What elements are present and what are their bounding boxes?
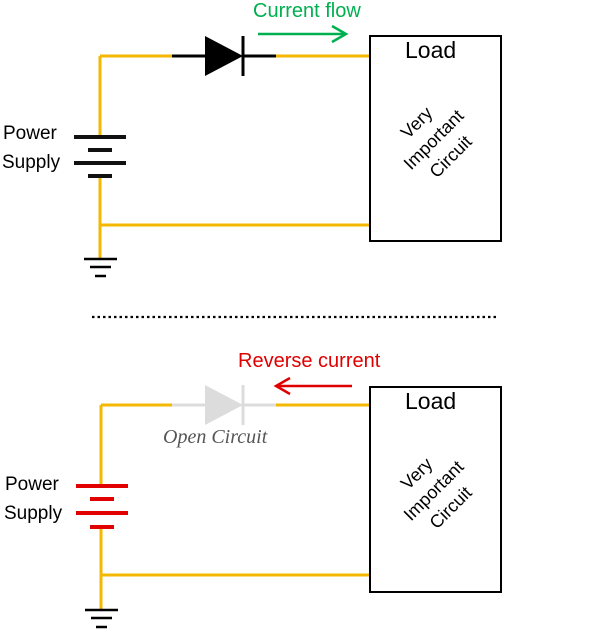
current-flow-arrow <box>258 24 349 44</box>
bottom-power-label: Power <box>5 474 60 495</box>
bottom-battery <box>76 484 128 529</box>
bottom-diode-triangle <box>205 385 243 425</box>
reverse-current-label: Reverse current <box>238 350 381 372</box>
reverse-current-arrow <box>273 376 352 396</box>
bottom-load-box <box>369 386 502 593</box>
top-battery <box>74 135 126 178</box>
bottom-ground-icon <box>85 608 118 629</box>
current-flow-label: Current flow <box>253 0 361 22</box>
top-diode-triangle <box>205 36 243 76</box>
top-diode <box>172 36 276 76</box>
bottom-wires <box>99 403 370 609</box>
top-wires <box>98 54 370 258</box>
open-circuit-label: Open Circuit <box>163 426 268 448</box>
top-load-title: Load <box>405 37 456 63</box>
bottom-diode <box>172 385 276 425</box>
top-ground-icon <box>84 257 117 278</box>
bottom-supply-label: Supply <box>4 503 63 524</box>
top-load-box <box>369 35 502 242</box>
top-supply-label: Supply <box>2 152 61 173</box>
top-circuit: Current flow Power Supply Load Very Impo… <box>2 0 502 278</box>
top-power-label: Power <box>3 123 58 144</box>
bottom-load-title: Load <box>405 388 456 414</box>
bottom-circuit: Open Circuit Reverse current Power Suppl… <box>4 350 502 629</box>
